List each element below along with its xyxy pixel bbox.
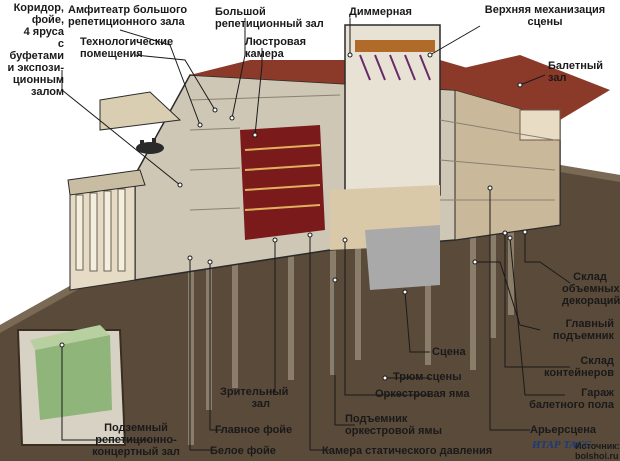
label-orchestra-pit: Оркестровая яма	[375, 388, 470, 400]
fly-system	[359, 54, 431, 81]
label-big-rehearsal-hall: Большой репетиционный зал	[215, 6, 324, 30]
leader-lines	[61, 18, 571, 451]
label-pit-lift: Подъемник оркестровой ямы	[345, 413, 442, 437]
label-ballet-floor-garage: Гараж балетного пола	[529, 387, 614, 411]
portico-roof	[67, 169, 146, 196]
label-container-storage: Склад контейнеров	[544, 355, 614, 379]
label-white-foyer: Белое фойе	[210, 445, 276, 457]
label-main-foyer: Главное фойе	[215, 424, 293, 436]
label-tech-rooms: Технологические помещения	[80, 36, 174, 60]
auditorium	[240, 125, 325, 240]
dimmer-room	[355, 40, 435, 52]
label-stage-trap: Трюм сцены	[393, 371, 462, 383]
quadriga	[136, 138, 164, 154]
source-credit: Источник: bolshoi.ru	[575, 441, 620, 461]
interior-floor-lines	[189, 94, 556, 211]
foundation-walls	[188, 215, 514, 445]
label-underground-hall: Подземный репетиционно- концертный зал	[92, 422, 180, 458]
label-static-pressure-chamber: Камера статического давления	[322, 445, 493, 457]
underground-seating	[35, 335, 112, 420]
label-corridor-foyer: Коридор, фойе, 4 яруса с буфетами и эксп…	[7, 2, 64, 98]
label-main-lift: Главный подъемник	[552, 318, 614, 342]
label-scenery-storage: Склад объемных декораций	[562, 271, 620, 307]
label-amphitheatre: Амфитеатр большого репетиционного зала	[68, 4, 188, 28]
ballet-roof	[455, 55, 610, 120]
itar-tass-logo: ИТАР ТАСС	[532, 439, 592, 451]
label-upper-mechanization: Верхняя механизация сцены	[484, 4, 606, 28]
label-ballet-hall: Балетный зал	[548, 60, 604, 84]
auditorium-tiers	[244, 144, 321, 211]
label-rear-stage: Арьерсцена	[530, 424, 597, 436]
label-stage: Сцена	[432, 346, 466, 358]
leader-dots	[59, 52, 528, 381]
label-auditorium: Зрительный зал	[220, 386, 289, 410]
stage-pit	[365, 225, 440, 290]
label-chandelier-chamber: Люстровая камера	[245, 36, 307, 60]
colonnade	[75, 188, 126, 272]
label-dimmer-room: Диммерная	[349, 6, 412, 18]
